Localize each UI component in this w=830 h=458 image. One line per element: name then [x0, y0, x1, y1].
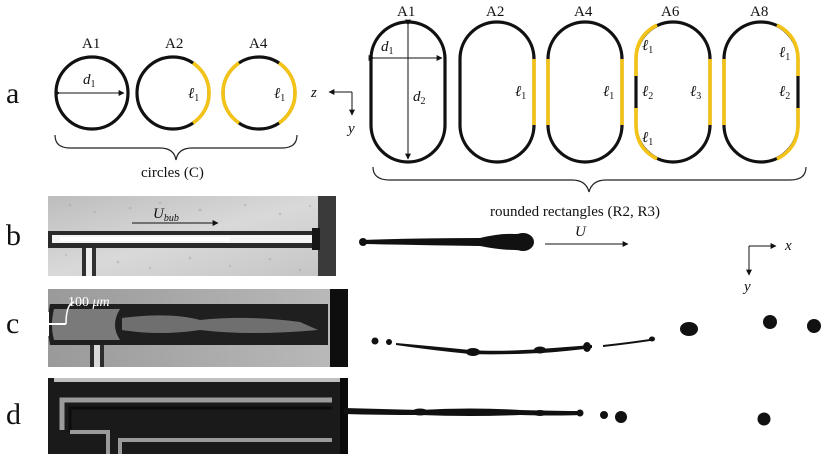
- panel-b-jet: [359, 233, 534, 251]
- rect-a8-ell1: ℓ1: [779, 45, 790, 63]
- rect-label-a2: A2: [486, 4, 504, 20]
- panel-label-a: a: [6, 77, 19, 110]
- rects-group: A1 d1 d2 A2 ℓ1 A4 ℓ1 A6 ℓ1 ℓ2 ℓ1 ℓ3 A8 ℓ…: [368, 4, 807, 220]
- rect-a6-ell1-top: ℓ1: [642, 38, 653, 56]
- rect-a8-gold-top-right: [776, 23, 800, 76]
- circles-brace: [54, 134, 298, 161]
- circle-label-a2: A2: [165, 36, 183, 52]
- rect-a2-ell1: ℓ1: [515, 84, 526, 102]
- axes-xy: x y: [742, 238, 792, 295]
- panel-d-jet: [344, 408, 771, 426]
- axis-y-label-b: y: [742, 279, 751, 295]
- rects-group-label: rounded rectangles (R2, R3): [490, 204, 660, 220]
- rect-a1-d1-label: d1: [381, 39, 394, 57]
- rect-a6-ell3: ℓ3: [690, 84, 701, 102]
- panel-b-u-label: U: [575, 224, 587, 240]
- circle-a4-ell1: ℓ1: [274, 86, 285, 104]
- circle-label-a1: A1: [82, 36, 100, 52]
- axis-y-label-a: y: [346, 121, 355, 137]
- panel-b-image: Ubub: [48, 196, 336, 276]
- circle-a4-gold-left: [221, 61, 241, 125]
- rect-a6-gold-top-left: [634, 23, 658, 76]
- panel-label-b: b: [6, 219, 21, 252]
- rects-brace: [372, 166, 807, 193]
- rect-label-a4: A4: [574, 4, 593, 20]
- rect-a6-gold-bottom-left: [634, 108, 658, 161]
- panel-c-jet: [371, 315, 821, 356]
- panel-c-scale-label: 100 μm: [68, 295, 110, 310]
- circle-label-a4: A4: [249, 36, 268, 52]
- panel-c-image: 100 μm: [47, 289, 348, 367]
- rect-a8-gold-bottom-right: [776, 108, 800, 161]
- circles-group-label: circles (C): [141, 165, 204, 181]
- circle-a4-gold-right: [277, 61, 297, 125]
- axis-z-label: z: [310, 85, 317, 101]
- rect-label-a1: A1: [397, 4, 415, 20]
- rect-label-a8: A8: [750, 4, 768, 20]
- panel-label-c: c: [6, 307, 19, 340]
- panel-label-d: d: [6, 398, 21, 431]
- panel-d-image: [48, 378, 348, 454]
- panel-b-ubub-label: Ubub: [153, 206, 179, 224]
- circle-a2-gold-arc: [191, 61, 211, 125]
- circles-group: A1 d1 A2 ℓ1 A4 ℓ1 circles (C): [54, 36, 298, 181]
- axis-x-label: x: [784, 238, 792, 254]
- circle-a2-ell1: ℓ1: [188, 86, 199, 104]
- rect-label-a6: A6: [661, 4, 680, 20]
- axes-zy: z y: [310, 85, 355, 137]
- rect-a4-ell1: ℓ1: [603, 84, 614, 102]
- rect-a1-d2-label: d2: [413, 89, 426, 107]
- rect-a6-ell1-bottom: ℓ1: [642, 130, 653, 148]
- rect-a8-ell2: ℓ2: [779, 84, 790, 102]
- rect-a6-ell2: ℓ2: [642, 84, 653, 102]
- circle-a1-d1: d1: [83, 72, 96, 90]
